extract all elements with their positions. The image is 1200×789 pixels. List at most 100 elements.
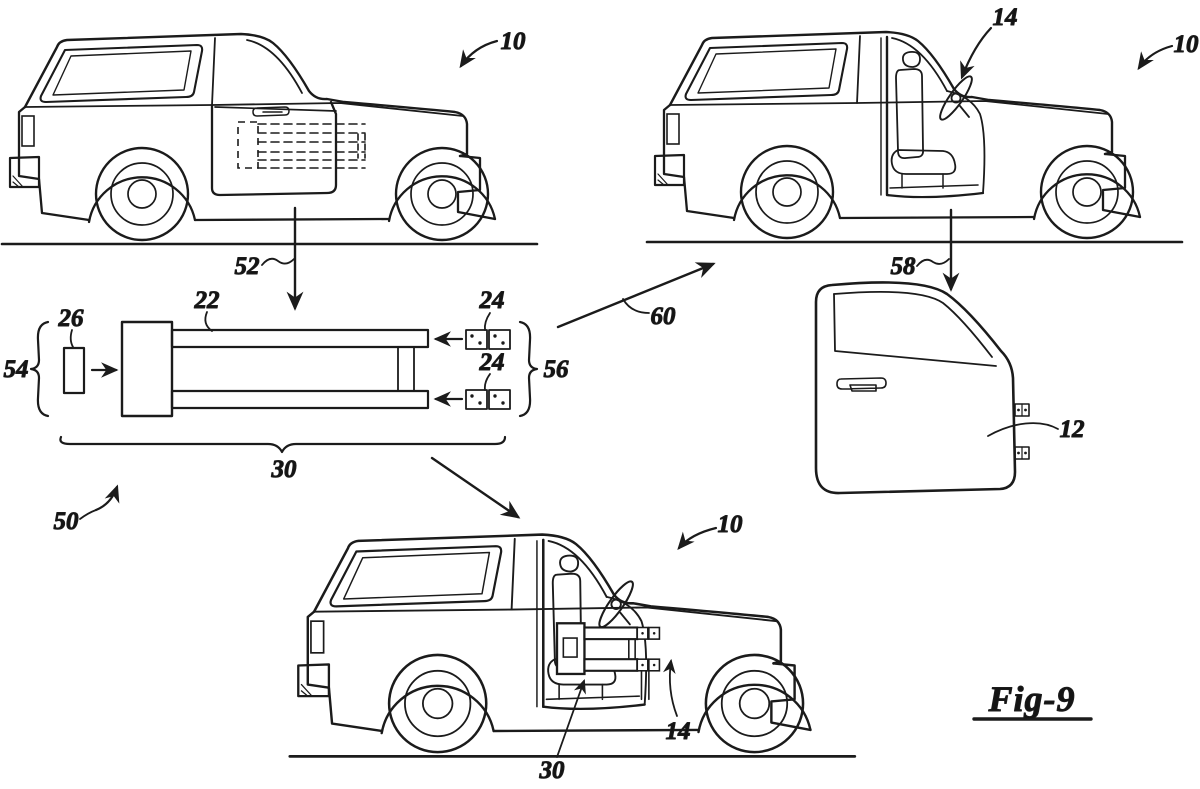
ref-58: 58	[891, 253, 917, 280]
body-outline	[668, 30, 1114, 156]
bolt-hole	[493, 334, 497, 338]
ref-26: 26	[58, 305, 85, 332]
hidden-connector	[357, 133, 366, 159]
front-wheel-rim	[1055, 160, 1119, 224]
latch-component	[62, 346, 86, 395]
steering-hub	[610, 598, 622, 610]
leader-24-lower	[483, 373, 491, 391]
shell-window-inner	[342, 551, 491, 600]
tail-light	[21, 115, 35, 147]
mount-block	[120, 320, 174, 418]
rear-wheel-tire	[739, 144, 835, 240]
mount-block-detail	[562, 637, 578, 658]
door-handle	[252, 106, 290, 117]
tube-door-upper-rail	[583, 626, 639, 641]
front-connector	[397, 346, 415, 392]
belt-line	[313, 606, 778, 623]
vehicle-with-tube-door-installed	[288, 533, 857, 758]
steering-hub	[950, 92, 962, 104]
tube-door-assembly-exploded	[29, 320, 539, 454]
bolt-hole	[493, 394, 497, 398]
belt-line	[24, 102, 464, 117]
front-wheel-tire	[704, 653, 805, 754]
rear-wheel-arch	[87, 176, 197, 224]
leader-24-upper	[483, 312, 491, 331]
seat-base	[889, 173, 979, 189]
ref-56: 56	[544, 356, 570, 383]
seat-base	[545, 683, 641, 701]
a-pillar-inner	[547, 539, 608, 598]
door-outline	[814, 281, 1017, 495]
rear-wheel-rim	[404, 669, 472, 738]
rear-wheel-arch	[380, 684, 495, 735]
rear-wheel-tire	[387, 653, 488, 754]
rear-bumper-hatch	[12, 175, 24, 188]
bolt-hole	[501, 341, 505, 345]
leader-12	[987, 422, 1059, 437]
rear-bumper-hatch	[657, 173, 669, 186]
front-wheel-hub	[1072, 177, 1102, 207]
ref-10-top-right: 10	[1174, 31, 1200, 58]
ref-30-assembly: 30	[271, 456, 298, 483]
rear-body	[17, 105, 91, 222]
front-bumper	[770, 662, 812, 732]
ref-50: 50	[54, 508, 80, 535]
hinge-plate	[465, 389, 488, 410]
shell-front-edge	[510, 537, 516, 611]
bolt-hole	[470, 334, 474, 338]
ref-14-top-right: 14	[993, 4, 1018, 31]
left-brace	[29, 320, 50, 418]
right-brace	[518, 320, 539, 418]
bolt-hole	[478, 401, 482, 405]
front-wheel-rim	[720, 669, 789, 738]
front-wheel-rim	[410, 162, 474, 226]
rear-wheel-hub	[127, 179, 157, 209]
process-arrow-60	[556, 262, 716, 329]
rear-bumper	[297, 663, 331, 698]
ref-30-bottom: 30	[539, 757, 566, 784]
tail-light	[666, 113, 680, 145]
leader-58	[916, 258, 950, 267]
process-arrow-50	[94, 484, 120, 512]
bolt-hole	[501, 401, 505, 405]
vehicle-with-hidden-tube-door	[0, 32, 539, 246]
door-handle	[836, 377, 887, 392]
seat-cushion	[890, 149, 957, 175]
door-panel	[814, 281, 1030, 495]
rear-wheel-rim	[755, 160, 819, 224]
tube-door-connector	[628, 638, 636, 660]
rocker-line	[492, 728, 700, 733]
shell-window	[329, 545, 503, 608]
ref-54: 54	[4, 356, 29, 383]
annotations: 10 14 10 52 22 24 24 26 54 56 30 50 60 5…	[3, 4, 1200, 785]
front-wheel-arch	[1032, 173, 1142, 221]
bolt-hole	[652, 632, 656, 635]
rear-wheel-tire	[94, 146, 190, 242]
shell-window	[39, 43, 204, 104]
front-bumper	[1101, 152, 1142, 219]
under-brace	[59, 435, 507, 454]
leader-26	[69, 329, 74, 348]
lower-rail	[170, 389, 430, 410]
steering-column	[619, 611, 631, 626]
headrest	[901, 50, 921, 68]
rear-wheel-arch	[732, 174, 842, 222]
ref-24-upper: 24	[479, 287, 505, 314]
front-wheel-tire	[1039, 144, 1135, 240]
shell-window-inner	[697, 48, 837, 94]
leader-arrow-10-top-left	[459, 39, 499, 69]
leader-22	[204, 311, 213, 332]
ref-22: 22	[194, 287, 220, 314]
leader-60	[622, 298, 650, 314]
leader-arrow-14-top-right	[960, 26, 993, 80]
door-hinge-lower	[1014, 446, 1030, 460]
rocker-line	[838, 215, 1036, 220]
a-pillar-inner	[891, 37, 948, 92]
tube-door-mount-block	[555, 622, 586, 676]
belt-line	[669, 100, 1109, 115]
hinge-upper	[465, 329, 511, 350]
hinge-plate	[465, 329, 488, 350]
ref-24-lower: 24	[479, 349, 505, 376]
